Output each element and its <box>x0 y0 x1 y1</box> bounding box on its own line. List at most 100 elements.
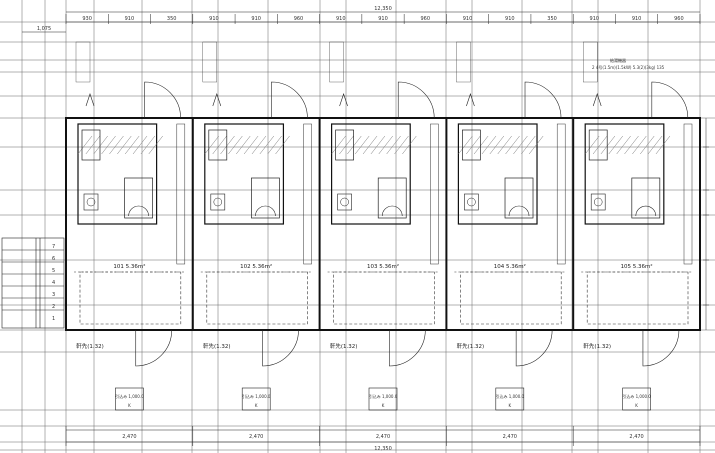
dimension-segment-label: 910 <box>590 16 600 22</box>
hatch-line <box>489 135 505 155</box>
porch-label: 軒先(1.32) <box>76 342 104 350</box>
svg-text:2: 2 <box>52 304 55 310</box>
hatch-line <box>117 135 132 155</box>
annotation-box <box>583 41 598 83</box>
storage-strip <box>430 123 439 265</box>
stair-step-numbers: 7 6 5 4 3 2 1 <box>52 244 55 322</box>
entrance-door-swing <box>651 81 689 119</box>
dimension-segment-label: 350 <box>167 16 177 22</box>
water-meter-mark: K <box>635 403 638 408</box>
annotation-box <box>329 41 344 83</box>
sink <box>210 193 226 211</box>
sink-bowl <box>213 197 223 207</box>
sink-bowl <box>340 197 349 207</box>
storage-strip <box>683 123 693 265</box>
water-meter-label: 引込み 1,000.0 <box>496 393 525 399</box>
hatch-line <box>362 135 378 155</box>
shower-room <box>124 177 153 219</box>
hatch-line <box>378 135 393 155</box>
sink-bowl <box>467 197 476 207</box>
hatch-line <box>354 135 370 155</box>
sink-bowl <box>593 197 603 207</box>
apartment-unit: 102 5.36m² 軒先(1.32) 引込み 1,000.0K <box>191 41 312 411</box>
water-meter-label: 引込み 1,000.0 <box>622 393 651 399</box>
hatch-line <box>347 135 362 155</box>
right-dimension-ticks <box>703 118 709 330</box>
hatch-line <box>585 135 600 155</box>
toilet-room <box>208 129 228 161</box>
hatch-line <box>640 135 655 155</box>
hatch-line <box>513 135 528 155</box>
entrance-door-swing <box>271 81 308 119</box>
hatch-line <box>220 135 235 155</box>
room-area-label: 103 5.36m² <box>367 263 399 270</box>
hatch-line <box>140 135 156 155</box>
dimension-segment-label: 910 <box>125 16 135 22</box>
dimension-segment-label: 910 <box>632 16 642 22</box>
hatch-line <box>228 135 243 155</box>
water-meter-mark: K <box>128 403 131 408</box>
left-offset-dimension: 1,075 <box>37 26 51 32</box>
hatch-line <box>259 135 275 155</box>
hatch-line <box>458 135 473 155</box>
storage-strip <box>556 123 566 265</box>
hatch-line <box>394 135 409 155</box>
porch-label: 軒先(1.32) <box>457 342 485 350</box>
hatch-line <box>632 135 647 155</box>
meter-symbol <box>339 93 348 107</box>
wet-core <box>77 123 158 225</box>
wet-core <box>457 123 538 225</box>
wet-core <box>331 123 411 225</box>
hatch-line <box>386 135 401 155</box>
dimension-segment-label: 910 <box>378 16 388 22</box>
svg-text:1: 1 <box>52 316 55 322</box>
porch-label: 軒先(1.32) <box>583 342 611 350</box>
entrance-door-swing <box>524 81 562 119</box>
annotation-box <box>202 41 218 83</box>
dimension-segment-label: 960 <box>674 16 684 22</box>
toilet-room <box>335 129 354 161</box>
entrance-door-swing <box>397 81 435 119</box>
svg-text:3: 3 <box>52 292 55 298</box>
hatch-line <box>497 135 512 155</box>
dimension-segment-label: 910 <box>209 16 219 22</box>
water-meter-mark: K <box>382 403 385 408</box>
balcony-door-swing <box>262 329 299 367</box>
water-meter-label: 引込み 1,000.0 <box>115 393 144 399</box>
toilet-room <box>462 129 481 161</box>
hatch-line <box>101 135 116 155</box>
porch-label: 軒先(1.32) <box>203 342 231 350</box>
hatch-line <box>204 135 219 155</box>
hatch-line <box>236 135 251 155</box>
water-meter-mark: K <box>255 403 258 408</box>
toilet-room <box>81 129 101 161</box>
hatch-line <box>655 135 671 155</box>
sink <box>590 193 606 211</box>
svg-text:5: 5 <box>52 268 55 274</box>
dimension-segment-label: 350 <box>547 16 557 22</box>
overall-dimension-top: 12,350 <box>374 6 392 12</box>
shower-room <box>504 177 534 219</box>
dimension-segment-label: 910 <box>505 16 515 22</box>
svg-text:7: 7 <box>52 244 55 250</box>
dimension-segment-label: 2,470 <box>629 434 643 440</box>
room-area-label: 104 5.36m² <box>494 263 526 270</box>
water-meter-box <box>115 387 144 411</box>
water-meter-box <box>622 387 651 411</box>
dimension-segment-label: 2,470 <box>376 434 390 440</box>
meter-symbol <box>85 93 95 107</box>
balcony-door-swing <box>515 329 553 367</box>
water-meter-label: 引込み 1,000.0 <box>242 393 271 399</box>
dimension-segment-label: 2,470 <box>503 434 517 440</box>
loft-outline <box>333 271 435 325</box>
dimension-segment-label: 2,470 <box>249 434 263 440</box>
hatch-line <box>481 135 497 155</box>
dimension-segment-label: 910 <box>463 16 473 22</box>
storage-strip <box>176 123 186 265</box>
room-area-label: 102 5.36m² <box>240 263 272 270</box>
